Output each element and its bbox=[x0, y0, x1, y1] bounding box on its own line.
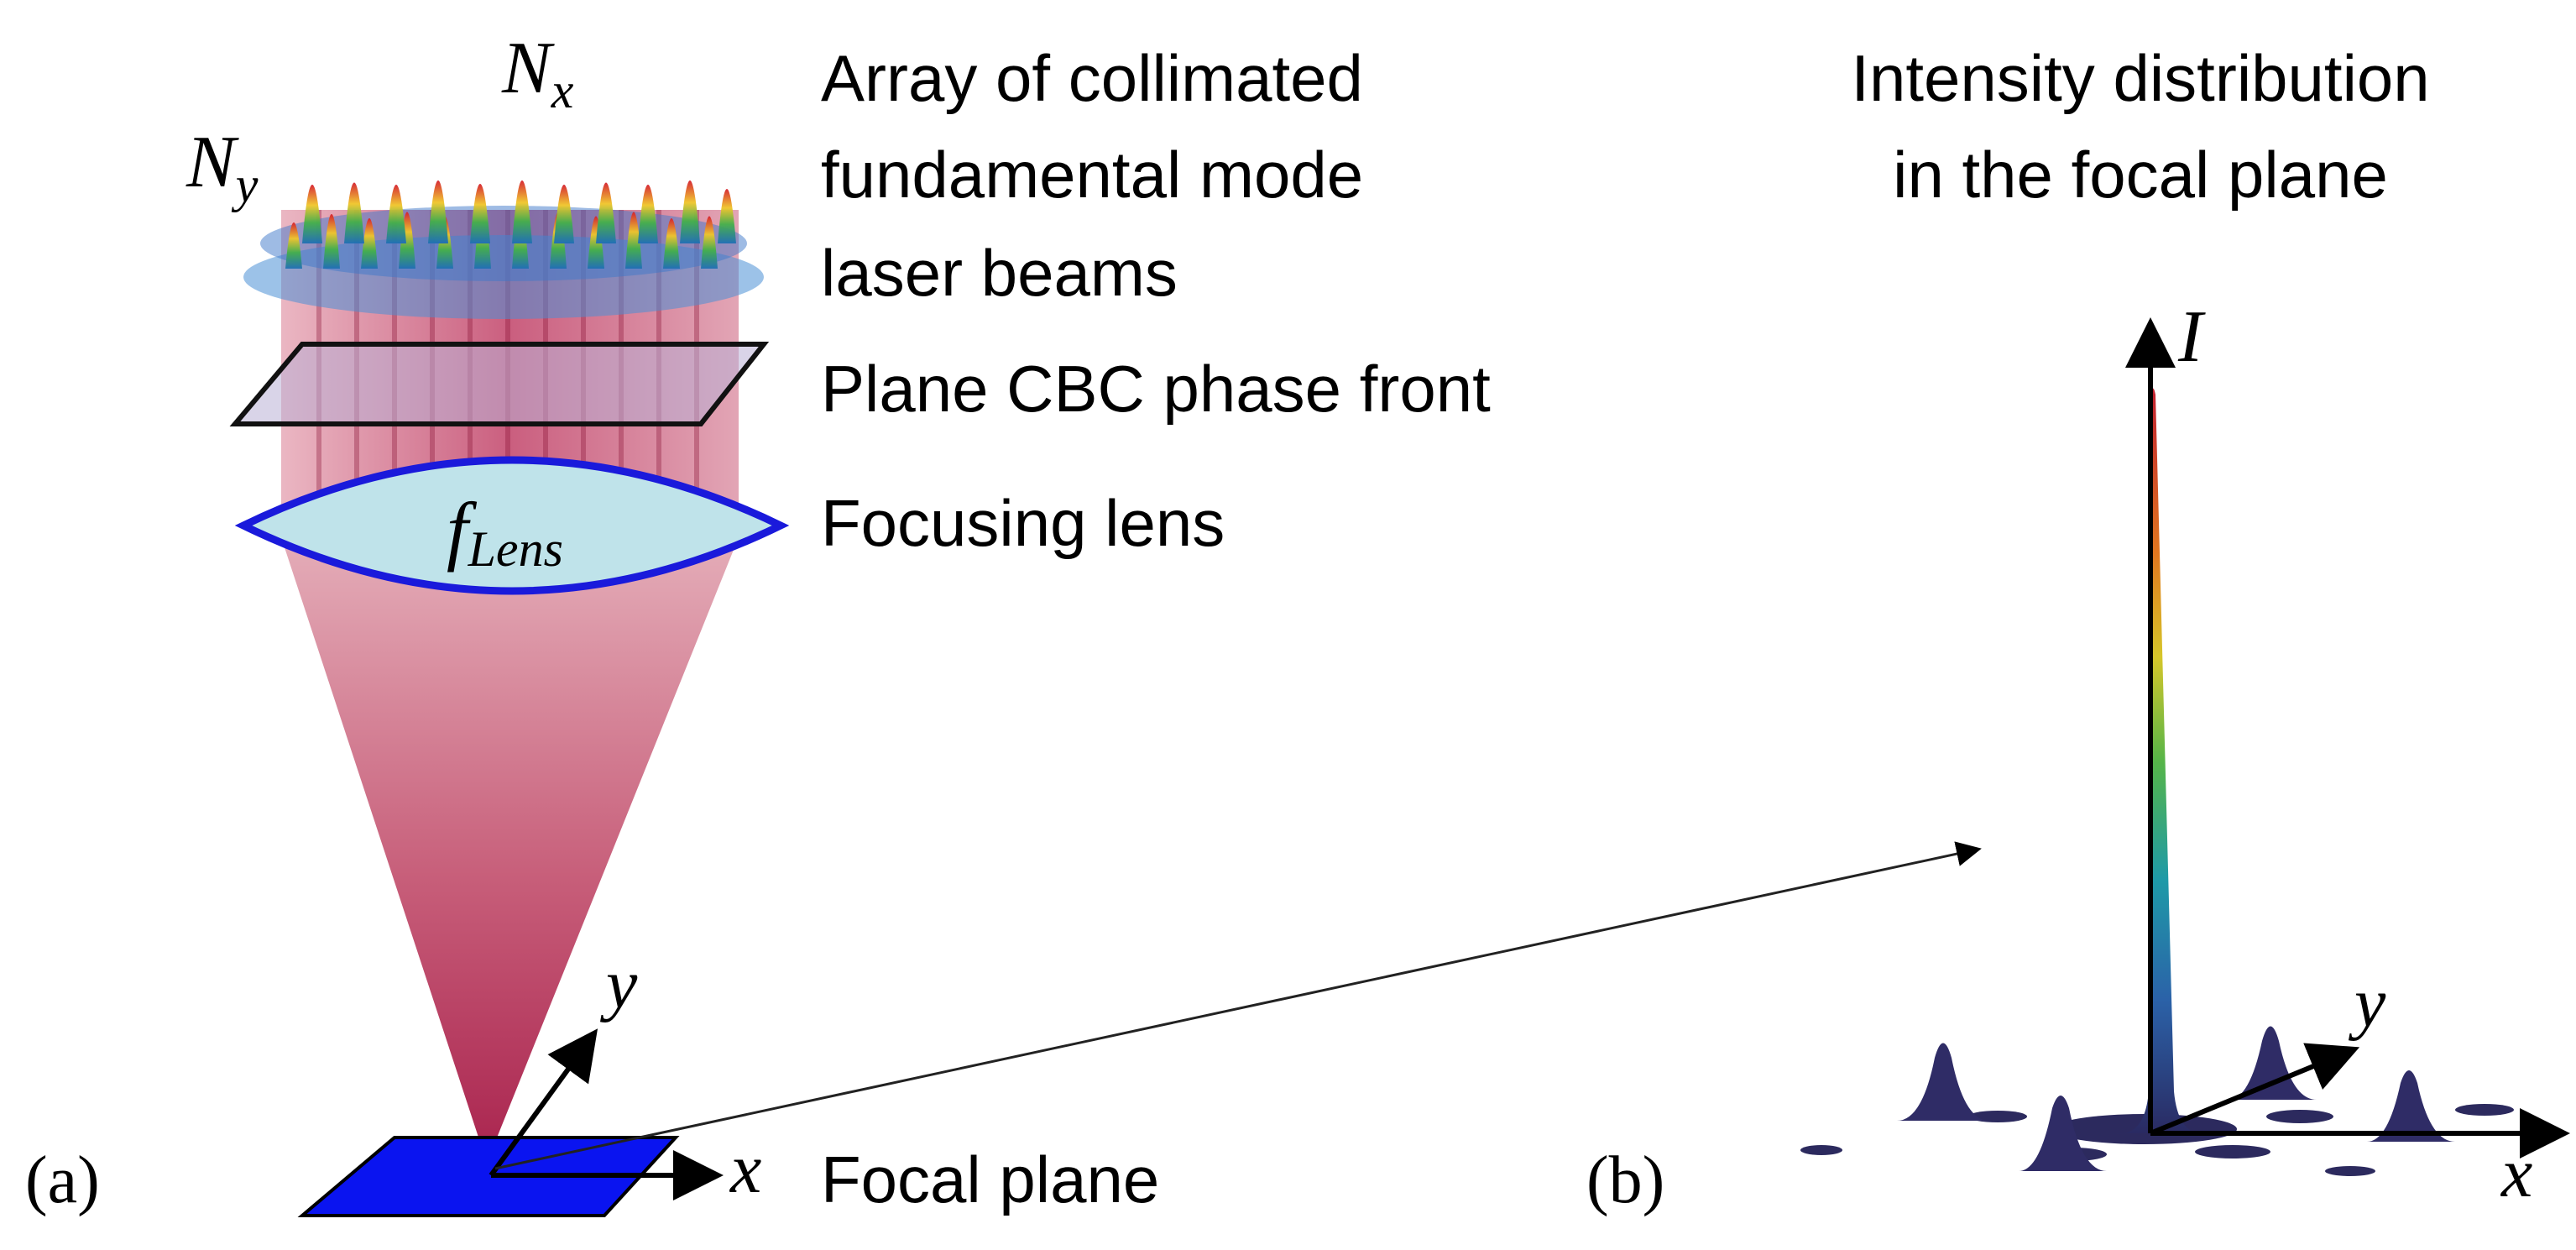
focusing-lens bbox=[234, 456, 790, 595]
panel-b-title-line2: in the focal plane bbox=[1893, 138, 2388, 212]
axis-x-label-b: x bbox=[2500, 1134, 2532, 1212]
panel-b-tag: (b) bbox=[1586, 1143, 1664, 1217]
focal-plane bbox=[297, 1136, 680, 1217]
axis-i-label: I bbox=[2177, 296, 2206, 378]
focal-axis-y-label: y bbox=[599, 945, 638, 1023]
central-intensity-peak bbox=[2115, 388, 2208, 1134]
array-label-line1: Array of collimated bbox=[821, 41, 1363, 115]
side-lobes bbox=[1897, 1026, 2455, 1171]
lens-label: Focusing lens bbox=[821, 486, 1225, 560]
panel-b: Intensity distribution in the focal plan… bbox=[1586, 41, 2570, 1217]
beamlet-array bbox=[243, 180, 764, 319]
converging-beam bbox=[281, 537, 739, 1163]
panel-b-title-line1: Intensity distribution bbox=[1851, 41, 2429, 115]
axis-y-arrow-b bbox=[2149, 1043, 2360, 1136]
axis-y-label-b: y bbox=[2348, 964, 2386, 1042]
array-label-line2: fundamental mode bbox=[821, 138, 1363, 212]
focal-plane-label: Focal plane bbox=[821, 1143, 1159, 1216]
phase-front-plane bbox=[229, 342, 770, 426]
panel-a: Nx Ny fLens x y (a) Array of collimated … bbox=[25, 28, 1491, 1217]
ny-label: Ny bbox=[185, 122, 259, 212]
array-label-line3: laser beams bbox=[821, 236, 1178, 310]
panel-a-tag: (a) bbox=[25, 1143, 100, 1217]
phase-front-label: Plane CBC phase front bbox=[821, 352, 1491, 426]
lens-focal-length-label: fLens bbox=[447, 487, 563, 577]
focal-axis-x-label: x bbox=[729, 1130, 761, 1208]
axis-y-arrow bbox=[489, 1028, 598, 1177]
nx-label: Nx bbox=[501, 28, 574, 118]
magnify-connector-arrow bbox=[494, 841, 1982, 1170]
